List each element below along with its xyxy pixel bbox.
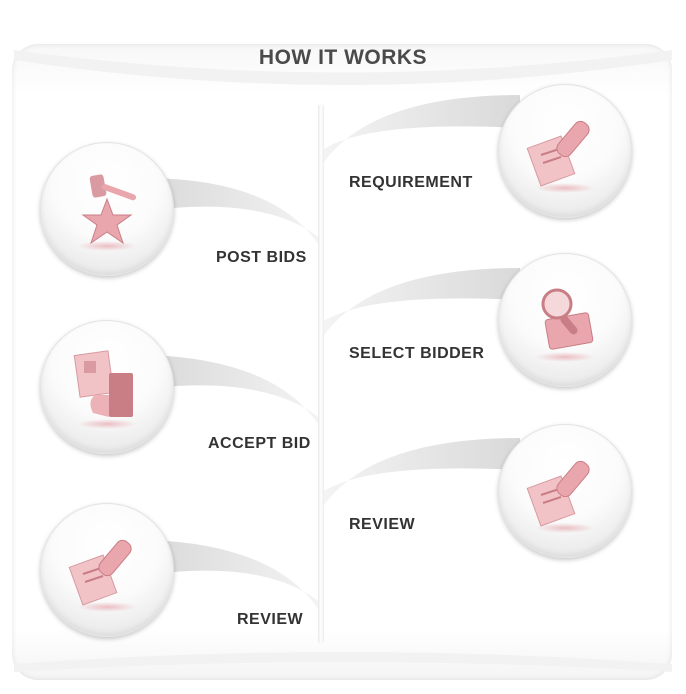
swoosh-requirement (322, 95, 520, 165)
step-select-bidder-label: SELECT BIDDER (349, 345, 485, 362)
center-divider (318, 104, 324, 644)
step-review-left-label: REVIEW (237, 611, 304, 628)
bottom-arc (14, 652, 672, 672)
page-title: HOW IT WORKS (258, 46, 428, 69)
swoosh-select-bidder (322, 268, 520, 338)
gavel-star-icon (81, 174, 137, 245)
step-review-right-label: REVIEW (349, 516, 416, 533)
top-arc (14, 50, 672, 85)
step-post-bids-label: POST BIDS (216, 249, 307, 266)
step-review-right-circle[interactable] (498, 424, 632, 558)
step-select-bidder-circle[interactable] (498, 253, 632, 387)
document-hand-icon (73, 350, 133, 417)
magnifier-folder-icon (541, 288, 594, 350)
swoosh-review-right (322, 438, 520, 508)
step-requirement-label: REQUIREMENT (349, 174, 473, 191)
swoosh-post-bids (150, 178, 322, 250)
pen-document-icon (526, 120, 590, 187)
step-accept-bid-label: ACCEPT BID (208, 435, 311, 452)
step-review-left-circle[interactable] (40, 503, 174, 637)
step-accept-bid-circle[interactable] (40, 320, 174, 454)
swoosh-review-left (150, 540, 322, 615)
step-requirement-circle[interactable] (498, 84, 632, 218)
pen-document-icon (68, 539, 132, 606)
swoosh-accept-bid (150, 355, 322, 430)
pen-document-icon (526, 460, 590, 527)
step-post-bids-circle[interactable] (40, 142, 174, 276)
